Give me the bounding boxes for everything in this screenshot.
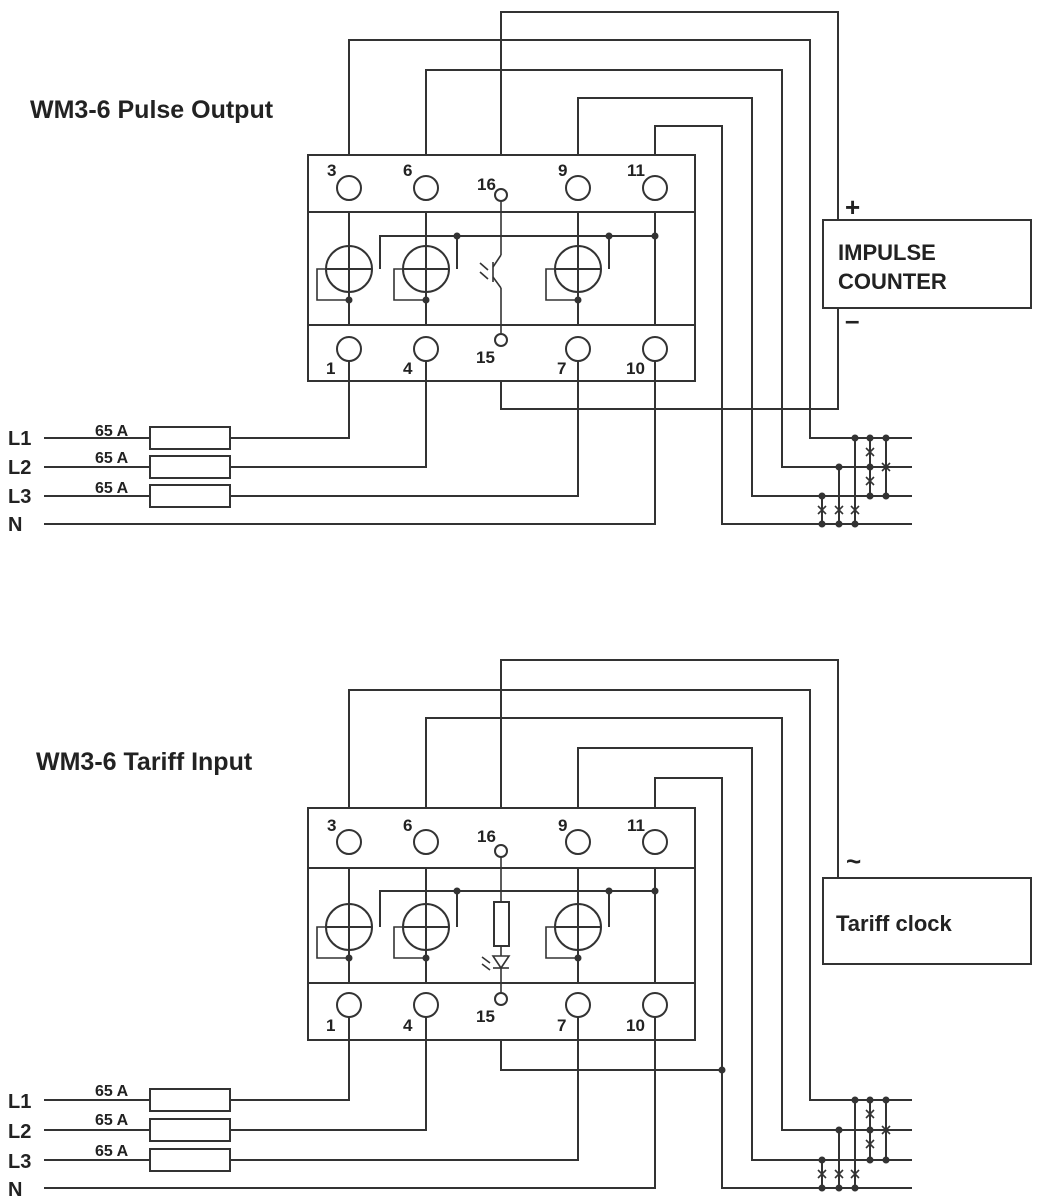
fuse-rating: 65 A xyxy=(95,480,129,497)
terminal-label: 1 xyxy=(326,359,335,378)
terminal-label: 9 xyxy=(558,816,567,835)
ac-symbol: ~ xyxy=(846,846,861,876)
terminal-label: 6 xyxy=(403,816,412,835)
line-label: L2 xyxy=(8,1121,31,1143)
tariff-terminal-labels: 3 6 16 9 11 1 4 15 7 10 xyxy=(326,816,645,1035)
line-label: L3 xyxy=(8,486,31,508)
terminal-label: 3 xyxy=(327,816,336,835)
impulse-counter-label: IMPULSE xyxy=(838,240,936,265)
terminal-label: 7 xyxy=(557,1016,566,1035)
tariff-supply-lines: 65 A 65 A 65 A L1 L2 L3 N xyxy=(8,1017,656,1201)
terminal-label: 15 xyxy=(476,1007,495,1026)
coil-icon xyxy=(402,903,450,951)
fuse-rating: 65 A xyxy=(95,1143,129,1160)
terminal-label: 3 xyxy=(327,161,336,180)
coil-icon xyxy=(402,245,450,293)
terminal-label: 9 xyxy=(558,161,567,180)
tariff-bus-bridges xyxy=(817,1096,891,1192)
line-label: L2 xyxy=(8,457,31,479)
terminal-label: 4 xyxy=(403,1016,413,1035)
pulse-terminal-labels: 3 6 16 9 11 1 4 15 7 10 xyxy=(326,161,645,378)
pulse-output-diagram: WM3-6 Pulse Output xyxy=(8,11,1032,536)
tariff-terminals xyxy=(336,829,668,1018)
line-label: L1 xyxy=(8,428,31,450)
fuse-rating: 65 A xyxy=(95,1083,129,1100)
line-label: N xyxy=(8,514,22,536)
led-icon xyxy=(481,955,511,971)
line-label: L3 xyxy=(8,1151,31,1173)
terminal-label: 11 xyxy=(627,161,645,180)
resistor-icon xyxy=(493,901,510,947)
tariff-input-diagram: WM3-6 Tariff Input xyxy=(8,659,1032,1201)
pulse-supply-lines: 65 A 65 A 65 A L1 L2 L3 N xyxy=(8,361,656,536)
terminal-label: 15 xyxy=(476,348,495,367)
fuse-icon xyxy=(149,1088,231,1112)
tariff-clock: Tariff clock ~ xyxy=(822,846,1032,965)
pulse-title: WM3-6 Pulse Output xyxy=(30,96,274,124)
terminal-label: 11 xyxy=(627,816,645,835)
terminal-label: 16 xyxy=(477,827,496,846)
pulse-bus-bridges xyxy=(817,434,891,528)
fuse-icon xyxy=(149,1118,231,1142)
terminal-label: 7 xyxy=(557,359,566,378)
terminal-label: 10 xyxy=(626,1016,645,1035)
fuse-rating: 65 A xyxy=(95,1112,129,1129)
fuse-icon xyxy=(149,455,231,479)
terminal-label: 4 xyxy=(403,359,413,378)
tariff-junctions xyxy=(345,887,726,1074)
fuse-icon xyxy=(149,484,231,508)
plus-sign: + xyxy=(845,192,860,222)
fuse-rating: 65 A xyxy=(95,423,129,440)
line-label: L1 xyxy=(8,1091,31,1113)
fuse-rating: 65 A xyxy=(95,450,129,467)
coil-icon xyxy=(554,903,602,951)
impulse-counter: IMPULSE COUNTER + – xyxy=(822,192,1032,335)
minus-sign: – xyxy=(845,305,859,335)
terminal-label: 16 xyxy=(477,175,496,194)
terminal-label: 1 xyxy=(326,1016,335,1035)
pulse-coils xyxy=(325,245,602,293)
tariff-clock-label: Tariff clock xyxy=(836,911,953,936)
line-label: N xyxy=(8,1179,22,1201)
coil-icon xyxy=(325,245,373,293)
terminal-label: 10 xyxy=(626,359,645,378)
impulse-counter-label: COUNTER xyxy=(838,269,947,294)
fuse-icon xyxy=(149,1148,231,1172)
coil-icon xyxy=(554,245,602,293)
fuse-icon xyxy=(149,426,231,450)
tariff-title: WM3-6 Tariff Input xyxy=(36,748,253,776)
terminal-label: 6 xyxy=(403,161,412,180)
tariff-coils xyxy=(325,903,602,951)
coil-icon xyxy=(325,903,373,951)
pulse-junctions xyxy=(345,232,659,304)
